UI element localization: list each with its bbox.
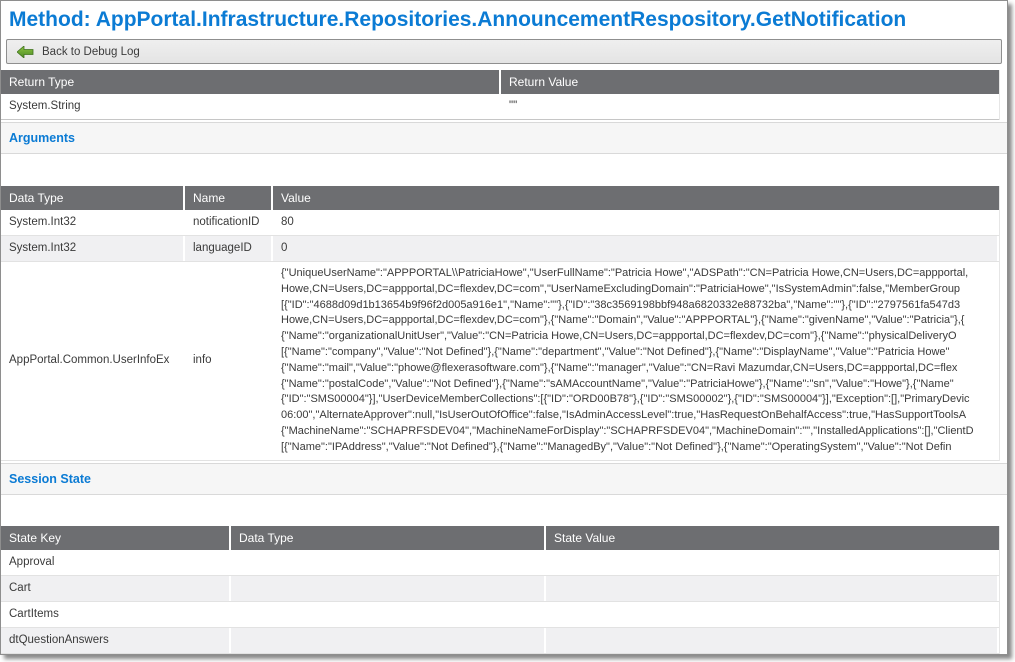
argument-name: notificationID: [185, 210, 273, 235]
spacer: [1, 494, 1007, 526]
info-json-line: {"Name":"organizationalUnitUser","Value"…: [281, 330, 957, 343]
info-json-line: Howe,CN=Users,DC=appportal,DC=flexdev,DC…: [281, 282, 961, 295]
return-type-value: System.String: [1, 94, 501, 119]
argument-data-type: System.Int32: [1, 210, 185, 235]
state-data-type: [231, 627, 546, 653]
back-to-debug-log-button[interactable]: Back to Debug Log: [6, 39, 1002, 64]
return-value-column-header: Return Value: [509, 75, 579, 89]
state-data-type: [231, 601, 546, 627]
arguments-heading: Arguments: [1, 122, 1007, 154]
state-value-column-header: State Value: [554, 530, 616, 545]
return-table-row: System.String "": [1, 94, 999, 120]
session-state-header-row: State Key Data Type State Value: [1, 525, 999, 550]
state-data-type: [231, 575, 546, 601]
info-json-line: 06:00","AlternateApprover":null,"IsUserO…: [281, 409, 967, 422]
state-key: dtQuestionAnswers: [1, 627, 231, 653]
return-table-header-row: Return Type Return Value: [1, 70, 999, 94]
argument-row-info: AppPortal.Common.UserInfoEx info {"Uniqu…: [1, 262, 999, 461]
info-json-line: {"UniqueUserName":"APPPORTAL\\PatriciaHo…: [281, 267, 969, 279]
info-json-line: [{"Name":"IPAddress","Value":"Not Define…: [281, 440, 952, 453]
session-state-row-approval: Approval: [1, 549, 999, 576]
argument-value: 0: [273, 236, 999, 261]
data-type-column-header: Data Type: [1, 186, 185, 210]
back-button-label: Back to Debug Log: [42, 45, 140, 58]
name-column-header: Name: [185, 186, 273, 210]
session-state-row-cartitems: CartItems: [1, 601, 999, 628]
state-value: [546, 575, 999, 601]
return-value-value: "": [509, 100, 518, 112]
arguments-table: Data Type Name Value System.Int32 notifi…: [1, 186, 1000, 461]
data-type-column-header: Data Type: [231, 525, 546, 550]
state-value: [546, 550, 999, 575]
argument-name: languageID: [185, 236, 273, 261]
argument-info-json-value: {"UniqueUserName":"APPPORTAL\\PatriciaHo…: [273, 262, 999, 460]
state-value: [546, 602, 999, 627]
session-state-row-cart: Cart: [1, 575, 999, 602]
info-json-line: {"MachineName":"SCHAPRFSDEV04","MachineN…: [281, 424, 974, 437]
state-value: [546, 627, 999, 653]
info-json-line: [{"ID":"4688d09d1b13654b9f96f2d005a916e1…: [281, 298, 961, 311]
return-table: Return Type Return Value System.String "…: [1, 70, 1000, 120]
page-title: Method: AppPortal.Infrastructure.Reposit…: [9, 8, 907, 31]
session-state-table: State Key Data Type State Value Approval…: [1, 525, 1000, 654]
state-key: Approval: [1, 549, 231, 575]
state-key-column-header: State Key: [1, 525, 231, 550]
state-key: Cart: [1, 575, 231, 601]
argument-name: info: [185, 348, 273, 374]
argument-data-type: AppPortal.Common.UserInfoEx: [1, 348, 185, 374]
argument-row-notificationid: System.Int32 notificationID 80: [1, 210, 999, 236]
session-state-row-dtquestionanswers: dtQuestionAnswers: [1, 627, 999, 654]
session-state-heading: Session State: [1, 462, 1007, 495]
return-type-column-header: Return Type: [1, 70, 501, 94]
argument-row-languageid: System.Int32 languageID 0: [1, 236, 999, 262]
back-arrow-icon: [17, 45, 34, 58]
state-key: CartItems: [1, 601, 231, 627]
argument-data-type: System.Int32: [1, 236, 185, 261]
info-json-line: {"ID":"SMS00004"}],"UserDeviceMemberColl…: [281, 393, 970, 406]
spacer: [1, 154, 1007, 186]
state-data-type: [231, 549, 546, 575]
info-json-line: {"Name":"postalCode","Value":"Not Define…: [281, 377, 954, 390]
argument-value: 80: [281, 216, 294, 228]
info-json-line: {"Name":"mail","Value":"phowe@flexerasof…: [281, 361, 958, 374]
arguments-table-header-row: Data Type Name Value: [1, 186, 999, 210]
info-json-line: Howe,CN=Users,DC=appportal,DC=flexdev,DC…: [281, 314, 965, 327]
value-column-header: Value: [281, 191, 311, 205]
info-json-line: [{"Name":"company","Value":"Not Defined"…: [281, 345, 950, 358]
